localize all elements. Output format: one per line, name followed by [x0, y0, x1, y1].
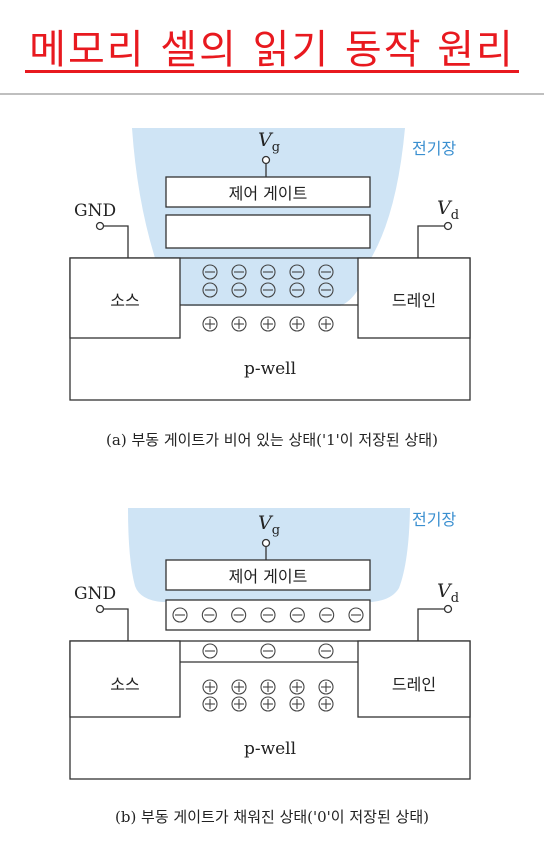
- electron-icon: [201, 607, 217, 623]
- hole-icon: [202, 679, 218, 695]
- source-region: [69, 257, 181, 339]
- gnd-wire: [103, 608, 129, 641]
- gnd-terminal: [95, 221, 105, 231]
- caption-a: (a) 부동 게이트가 비어 있는 상태('1'이 저장된 상태): [106, 431, 438, 449]
- electron-icon: [202, 282, 218, 298]
- hole-icon: [260, 696, 276, 712]
- vd-wire: [417, 608, 445, 641]
- vd-terminal: [443, 604, 453, 614]
- hole-icon: [260, 316, 276, 332]
- gnd-wire: [103, 225, 129, 258]
- drain-region: [357, 257, 471, 339]
- floating-gate: [165, 214, 371, 249]
- page-title: 메모리 셀의 읽기 동작 원리: [29, 27, 515, 73]
- source-region: [69, 640, 181, 718]
- title-underline: [25, 70, 519, 73]
- electron-icon: [231, 282, 247, 298]
- electron-icon: [260, 643, 276, 659]
- title-bar: 메모리 셀의 읽기 동작 원리: [0, 0, 544, 95]
- electron-icon: [318, 264, 334, 280]
- electron-icon: [202, 643, 218, 659]
- gnd-terminal: [95, 604, 105, 614]
- channel-electrons: [202, 264, 334, 298]
- floating-gate: [165, 599, 371, 631]
- electron-icon: [348, 607, 364, 623]
- hole-icon: [289, 696, 305, 712]
- electron-icon: [289, 607, 305, 623]
- gnd-label: GND: [74, 584, 116, 604]
- vd-terminal: [443, 221, 453, 231]
- electron-icon: [202, 264, 218, 280]
- vg-terminal: [261, 538, 271, 548]
- channel-holes: [202, 679, 334, 712]
- hole-icon: [318, 679, 334, 695]
- drain-label: 드레인: [392, 291, 436, 310]
- electron-icon: [260, 282, 276, 298]
- drain-region: [357, 640, 471, 718]
- source-label: 소스: [110, 675, 139, 694]
- drain-label: 드레인: [392, 675, 436, 694]
- control-gate: [165, 559, 371, 591]
- caption-b: (b) 부동 게이트가 채워진 상태('0'이 저장된 상태): [115, 808, 429, 826]
- electron-icon: [318, 282, 334, 298]
- field-label: 전기장: [412, 510, 456, 529]
- vd-wire: [417, 225, 445, 258]
- vd-label: Vd: [437, 197, 459, 223]
- well-label: p-well: [244, 739, 296, 759]
- electron-icon: [318, 643, 334, 659]
- electron-icon: [260, 607, 276, 623]
- field-label: 전기장: [412, 139, 456, 158]
- vg-label: Vg: [258, 129, 280, 155]
- electron-icon: [172, 607, 188, 623]
- electron-icon: [231, 607, 247, 623]
- channel-electrons: [202, 643, 334, 659]
- hole-icon: [231, 679, 247, 695]
- vg-terminal: [261, 155, 271, 165]
- floating-gate-electrons: [172, 607, 364, 623]
- hole-icon: [318, 696, 334, 712]
- electron-icon: [289, 282, 305, 298]
- hole-icon: [260, 679, 276, 695]
- vd-label: Vd: [437, 580, 459, 606]
- electron-icon: [231, 264, 247, 280]
- hole-icon: [202, 696, 218, 712]
- electron-icon: [319, 607, 335, 623]
- diagram-a: 전기장 Vg 제어 게이트 GND Vd 소스 드레인 p-well (a) 부…: [69, 128, 471, 449]
- control-gate-label: 제어 게이트: [229, 567, 308, 586]
- vg-label: Vg: [258, 512, 280, 538]
- hole-icon: [318, 316, 334, 332]
- electron-icon: [260, 264, 276, 280]
- control-gate-label: 제어 게이트: [229, 184, 308, 203]
- channel-holes: [202, 316, 334, 332]
- control-gate: [165, 176, 371, 208]
- hole-icon: [231, 696, 247, 712]
- hole-icon: [289, 316, 305, 332]
- source-label: 소스: [110, 291, 139, 310]
- hole-icon: [231, 316, 247, 332]
- hole-icon: [202, 316, 218, 332]
- hole-icon: [289, 679, 305, 695]
- electron-icon: [289, 264, 305, 280]
- well-label: p-well: [244, 359, 296, 379]
- gnd-label: GND: [74, 201, 116, 221]
- diagram-b: 전기장 Vg 제어 게이트 GND Vd 소스 드레인 p-well (b) 부…: [69, 508, 471, 826]
